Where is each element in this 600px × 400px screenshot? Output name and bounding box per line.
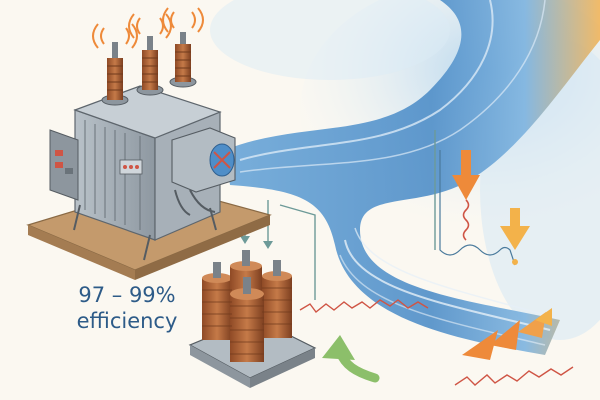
transformer-unit <box>49 7 236 261</box>
efficiency-label: 97 – 99% efficiency <box>62 282 192 335</box>
loss-zigzag-lower <box>299 299 429 313</box>
yellow-down-arrow <box>500 208 530 250</box>
indicator-light <box>55 150 63 156</box>
wifi-wave-icon <box>92 7 204 49</box>
green-return-arrow <box>322 335 380 383</box>
indicator-light <box>65 168 73 174</box>
sensor-dot <box>512 259 518 265</box>
orange-down-arrow <box>452 150 480 200</box>
bushing-right <box>169 32 197 88</box>
efficiency-range: 97 – 99% <box>78 283 176 307</box>
indicator-light <box>55 162 63 168</box>
coil-windings <box>202 287 292 355</box>
energy-flow-band <box>225 0 600 355</box>
coil-front <box>230 277 264 362</box>
radiator-fins <box>84 120 141 230</box>
heat-loss-squiggle <box>462 199 470 241</box>
output-arrows <box>462 308 552 360</box>
coil-bank <box>188 250 317 388</box>
efficiency-word: efficiency <box>76 309 178 334</box>
loss-zigzag-right <box>454 366 574 386</box>
coil-back-right <box>262 260 292 338</box>
signal-wire <box>439 150 516 266</box>
bushing-left <box>101 42 129 106</box>
bushing-center <box>136 36 164 96</box>
coil-back-left <box>202 262 232 340</box>
